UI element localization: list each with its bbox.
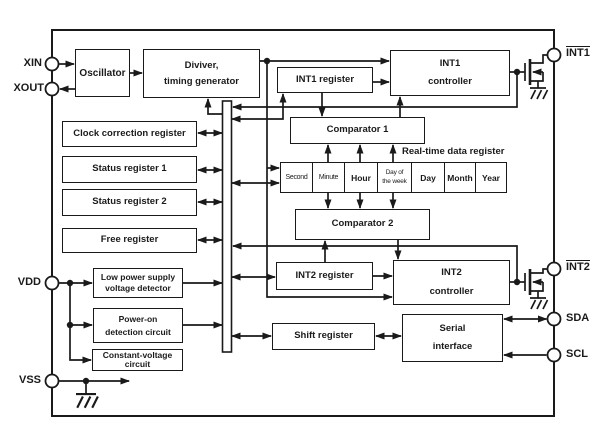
wire-divider-int2-controller [266, 61, 393, 301]
block-low-power-supply-voltage-detector: Low power supply voltage detector [93, 268, 183, 298]
block-int2-register: INT2 register [276, 262, 373, 290]
pin-circle-scl [546, 347, 562, 363]
block-oscillator: Oscillator [75, 49, 130, 97]
junction-dot [82, 377, 90, 385]
cell-day: Day [411, 163, 444, 192]
pin-circles [44, 47, 562, 389]
pin-label-vdd: VDD [17, 276, 41, 288]
wire-int2ctrl-feedback-bus [232, 242, 518, 282]
pin-label-int2: INT2 [566, 260, 590, 274]
block-comparator-2: Comparator 2 [295, 209, 430, 240]
register-bus-wires [197, 129, 402, 340]
clock-wires [58, 57, 393, 301]
cell-second: Second [285, 174, 308, 181]
junction-dot [66, 279, 74, 287]
block-int1-register: INT1 register [277, 67, 373, 93]
pin-circle-xout [44, 81, 60, 97]
wire-bus-divider [204, 98, 223, 115]
serial-wires [503, 315, 548, 359]
ground-symbol-vss [74, 392, 99, 409]
pin-circle-vdd [44, 275, 60, 291]
junction-dot [66, 321, 74, 329]
pin-circle-int2 [546, 261, 562, 277]
cell-minute: Minute [312, 163, 344, 192]
junction-dot [513, 278, 521, 286]
pin-label-xin: XIN [23, 57, 42, 69]
real-time-data-register-row: Second Minute Hour Day of the week Day M… [280, 162, 507, 193]
block-comparator-1: Comparator 1 [290, 117, 425, 144]
block-int2-controller: INT2 controller [393, 260, 510, 305]
pin-circle-vss [44, 373, 60, 389]
block-free-register: Free register [62, 228, 197, 253]
junction-dot [513, 68, 521, 76]
wire-vdd-const-voltage [69, 325, 92, 364]
pin-label-vss: VSS [18, 374, 41, 386]
junction-dot [263, 57, 271, 65]
wire-int1ctrl-feedback-bus [232, 72, 518, 111]
int1-wires [231, 68, 525, 123]
pin-label-int1: INT1 [566, 46, 590, 60]
block-divider-timing-generator: Diviver, timing generator [143, 49, 260, 98]
pin-circle-xin [44, 56, 60, 72]
chip-outline [51, 29, 555, 417]
block-shift-register: Shift register [272, 323, 375, 350]
cell-month: Month [444, 163, 475, 192]
block-status-register-1: Status register 1 [62, 156, 197, 183]
real-time-data-register-label: Real-time data register [402, 146, 505, 157]
block-constant-voltage-circuit: Constant-voltage circuit [92, 349, 183, 371]
pin-circle-sda [546, 311, 562, 327]
internal-bus-bar [221, 100, 233, 353]
block-int1-controller: INT1 controller [390, 50, 510, 96]
ground-symbol-int1 [529, 87, 549, 100]
nmos-transistor-int2 [524, 268, 549, 310]
pin-label-xout: XOUT [13, 82, 44, 94]
block-status-register-2: Status register 2 [62, 189, 197, 216]
block-power-on-detection-circuit: Power-on detection circuit [93, 308, 183, 343]
mosfet-drain [530, 268, 548, 274]
pin-label-scl: SCL [566, 348, 588, 360]
comparator-wires [324, 144, 397, 209]
pin-circle-int1 [546, 47, 562, 63]
cell-hour: Hour [344, 163, 377, 192]
nmos-transistor-int1 [524, 54, 549, 100]
wire-vdd-power-on [69, 283, 93, 329]
pin-label-sda: SDA [566, 312, 590, 324]
mosfet-source [530, 72, 544, 88]
wire-bus-int1reg [231, 93, 287, 123]
active-low-overline: INT1 [566, 46, 590, 59]
mosfet-source [530, 282, 544, 298]
power-wires [58, 279, 223, 409]
cell-day-of-week: Day of the week [377, 163, 411, 192]
block-serial-interface: Serial interface [402, 314, 503, 362]
block-clock-correction-register: Clock correction register [62, 121, 197, 147]
mosfet-drain [530, 54, 548, 64]
ground-symbol-int2 [529, 297, 549, 310]
int2-wires [231, 240, 525, 286]
cell-year: Year [475, 163, 506, 192]
active-low-overline: INT2 [566, 260, 590, 273]
